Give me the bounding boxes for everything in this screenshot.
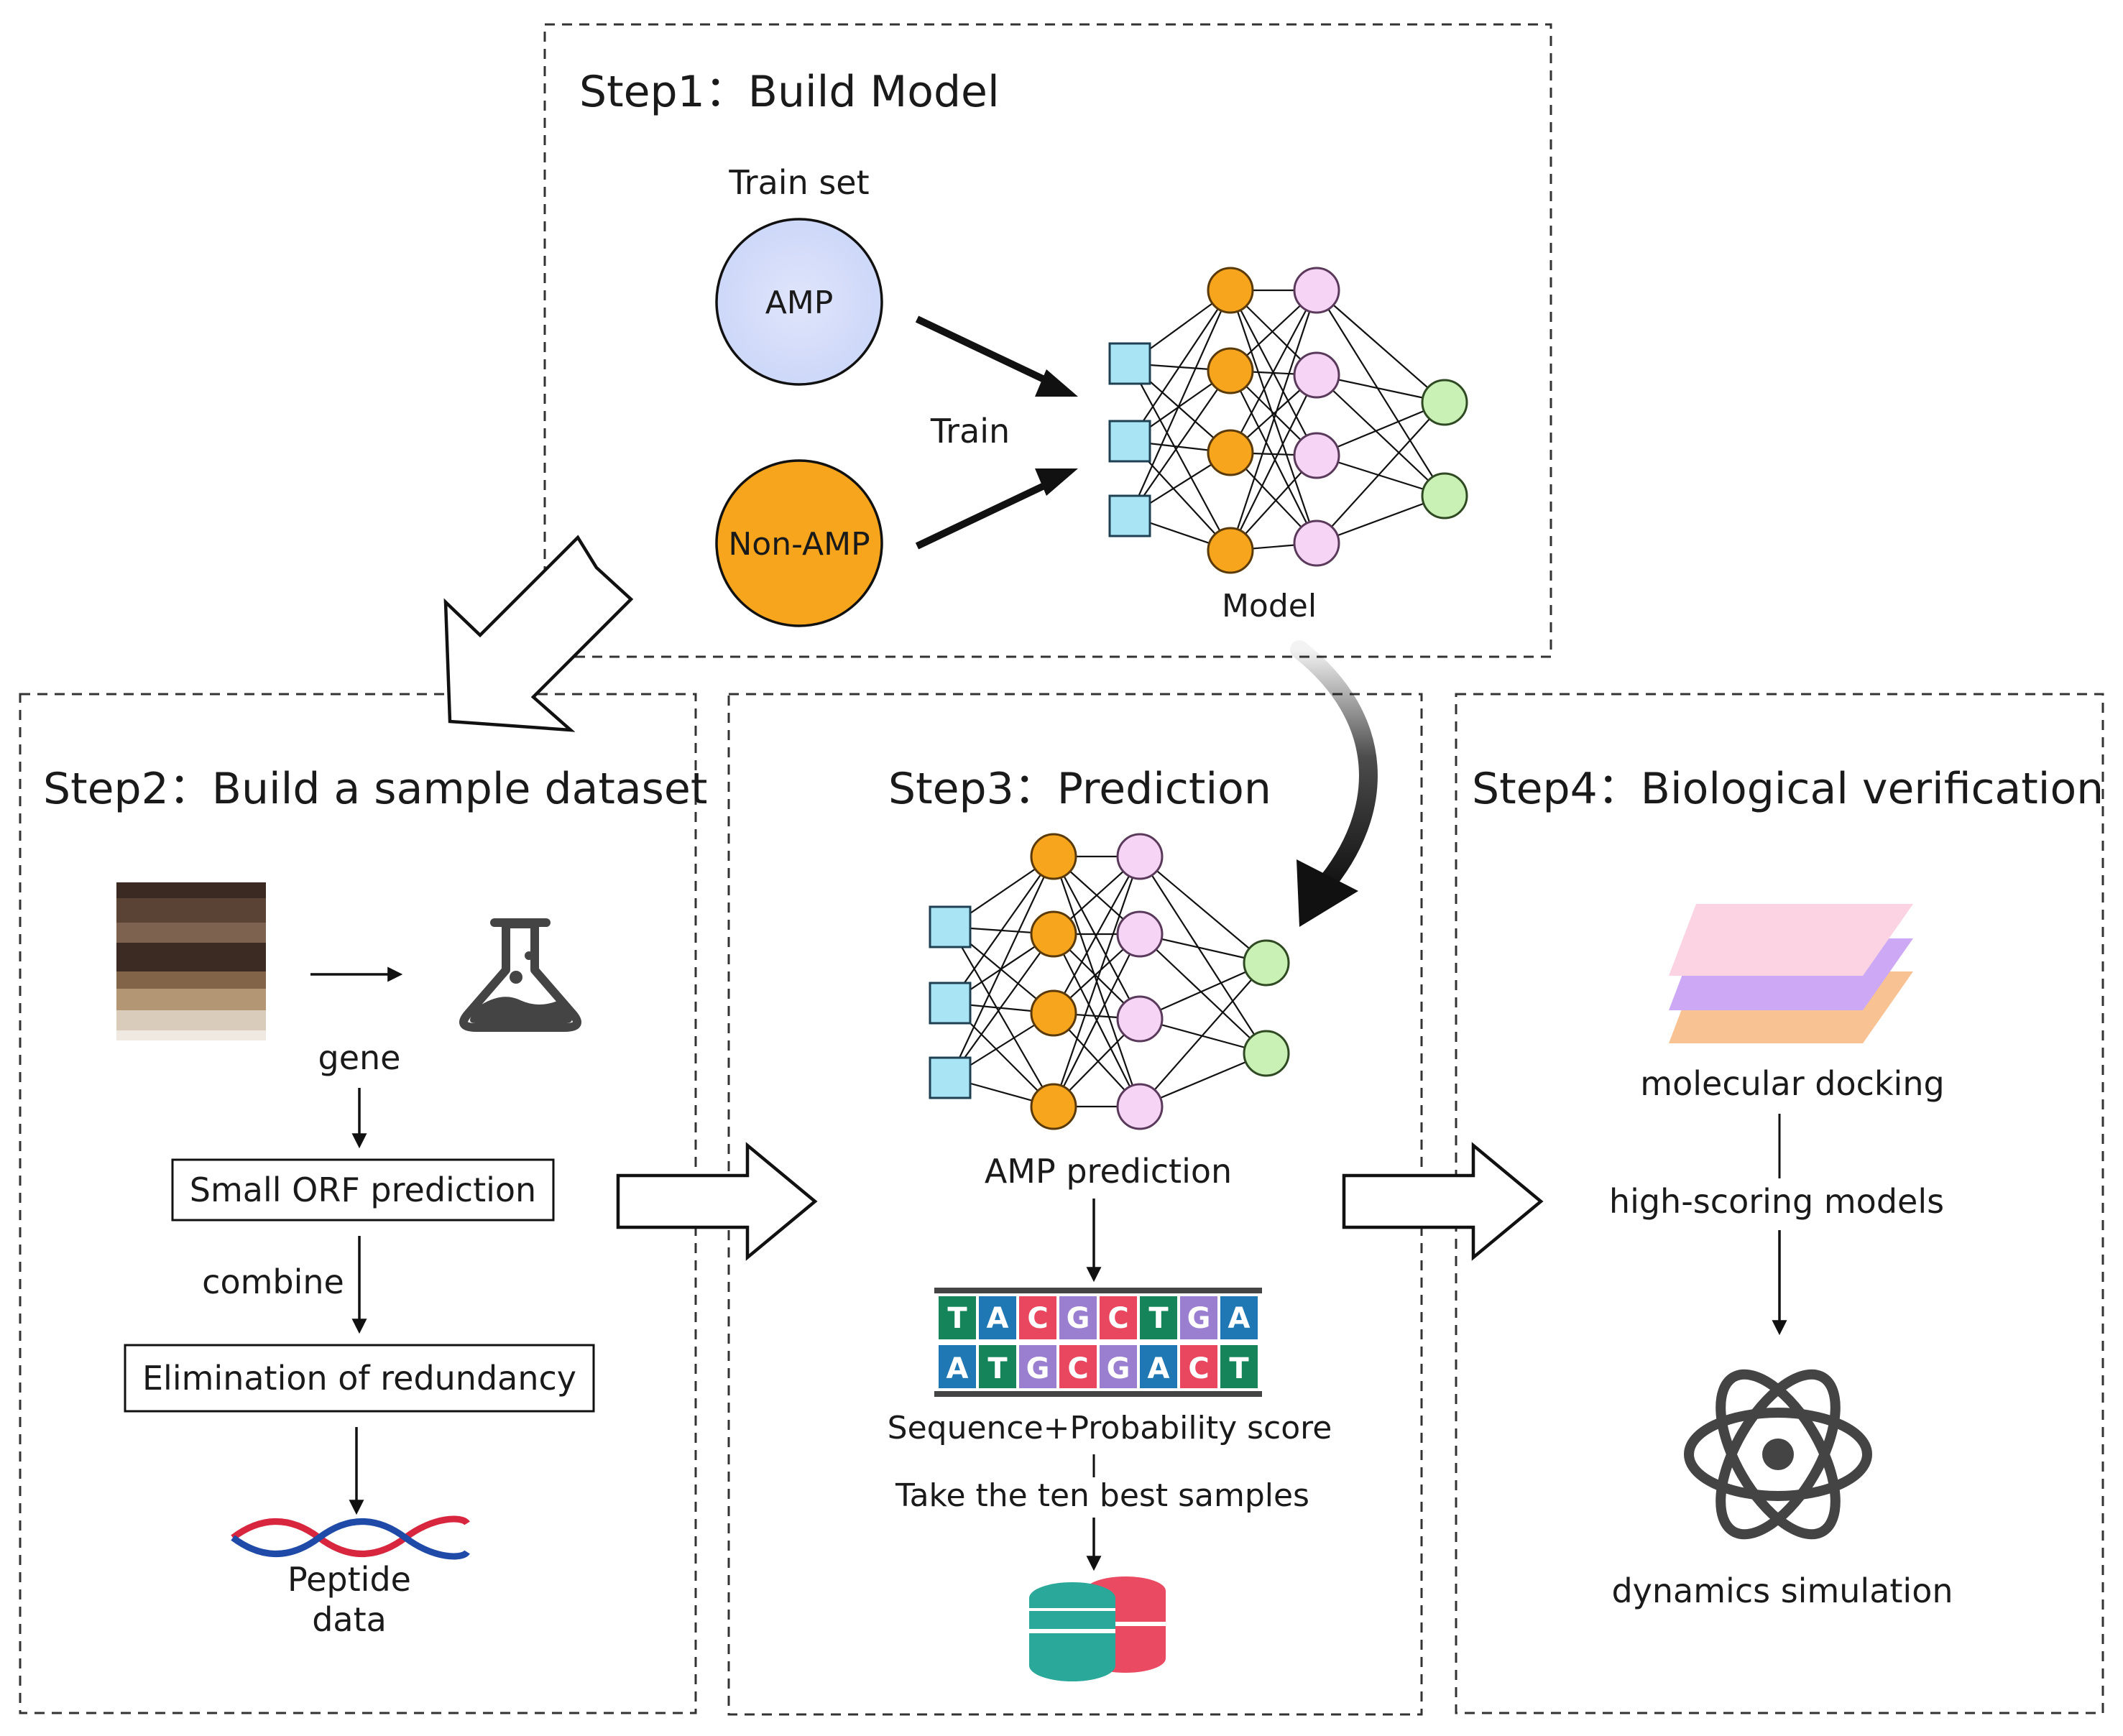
hidden-node [1207, 527, 1254, 574]
sequence-score-label: Sequence+Probability score [888, 1410, 1332, 1446]
database-icon [1029, 1576, 1166, 1681]
hidden-node [1293, 267, 1340, 314]
docking-label: molecular docking [1640, 1064, 1944, 1103]
input-node [929, 1056, 972, 1099]
redundancy-label: Elimination of redundancy [142, 1359, 576, 1398]
step4-title: Step4：Biological verification [1472, 764, 2104, 814]
base-letter: A [1228, 1302, 1251, 1335]
base-letter: A [987, 1302, 1009, 1335]
stacked-layers-icon [1669, 904, 1913, 1043]
redundancy-box [124, 1344, 595, 1413]
train-label: Train [930, 412, 1010, 451]
output-node [1421, 472, 1468, 520]
base-letter: C [1107, 1302, 1128, 1335]
hidden-node [1293, 351, 1340, 399]
hidden-node [1030, 989, 1077, 1037]
dna-helix-icon [231, 1515, 470, 1560]
base-letter: T [1148, 1302, 1169, 1335]
base-letter: T [1229, 1352, 1249, 1385]
high-scoring-label: high-scoring models [1609, 1182, 1944, 1221]
combine-label: combine [202, 1262, 344, 1301]
step4-panel [1455, 693, 2104, 1714]
base-letter: C [1027, 1302, 1048, 1335]
hidden-node [1207, 429, 1254, 476]
atom-icon [1684, 1369, 1872, 1540]
hidden-node [1116, 910, 1164, 958]
output-node [1243, 939, 1290, 987]
hidden-node [1116, 995, 1164, 1043]
hidden-node [1030, 1083, 1077, 1130]
input-node [1108, 342, 1151, 385]
train-arrows [915, 315, 1078, 550]
hidden-node [1030, 910, 1077, 958]
base-letter: G [1187, 1302, 1211, 1335]
step2-title: Step2：Build a sample dataset [43, 764, 707, 814]
orf-label: Small ORF prediction [190, 1171, 536, 1209]
non-amp-circle [715, 459, 883, 627]
best-samples-label: Take the ten best samples [895, 1477, 1309, 1514]
model-label: Model [1222, 588, 1317, 624]
hidden-node [1293, 520, 1340, 567]
step1-to-step2-arrow [443, 535, 634, 732]
soil-layers-icon [116, 882, 266, 1040]
output-node [1243, 1030, 1290, 1077]
hidden-node [1116, 1083, 1164, 1130]
neural-network-model [1108, 267, 1468, 574]
amp-circle [715, 218, 883, 386]
base-letter: G [1107, 1352, 1130, 1385]
amp-prediction-label: AMP prediction [985, 1152, 1232, 1191]
input-node [929, 905, 972, 948]
flask-icon [459, 918, 581, 1032]
peptide-label: Peptide [287, 1560, 411, 1599]
base-letter: C [1067, 1352, 1088, 1385]
output-node [1421, 379, 1468, 426]
amp-label: AMP [765, 285, 834, 321]
data-label: data [312, 1600, 387, 1639]
base-letter: G [1026, 1352, 1050, 1385]
hidden-node [1030, 833, 1077, 880]
step1-panel [543, 23, 1552, 658]
step1-title: Step1：Build Model [579, 67, 1000, 117]
orf-box [171, 1158, 555, 1222]
step2-to-step3-arrow [616, 1142, 818, 1261]
input-node [1108, 494, 1151, 537]
step3-title: Step3：Prediction [888, 764, 1271, 814]
base-letter: G [1067, 1302, 1090, 1335]
dynamics-label: dynamics simulation [1611, 1571, 1953, 1610]
model-to-prediction-arrow [1290, 640, 1378, 927]
base-letter: A [947, 1352, 969, 1385]
base-letter: T [947, 1302, 967, 1335]
step3-panel [727, 693, 1423, 1716]
input-node [1108, 420, 1151, 463]
step2-panel [19, 693, 697, 1714]
gene-label: gene [318, 1038, 401, 1077]
step3-to-step4-arrow [1342, 1142, 1544, 1261]
base-letter: C [1188, 1352, 1209, 1385]
train-set-label: Train set [728, 163, 869, 202]
hidden-node [1207, 267, 1254, 314]
hidden-node [1207, 347, 1254, 394]
base-letter: A [1148, 1352, 1170, 1385]
hidden-node [1116, 833, 1164, 880]
hidden-node [1293, 432, 1340, 479]
non-amp-label: Non-AMP [728, 526, 870, 563]
base-letter: T [987, 1352, 1008, 1385]
neural-network-predictor [929, 833, 1290, 1130]
input-node [929, 982, 972, 1025]
